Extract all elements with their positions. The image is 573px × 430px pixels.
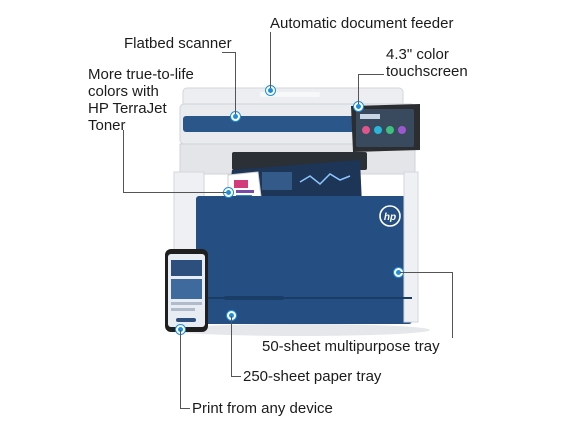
touchscreen-label: 4.3" color touchscreen bbox=[386, 46, 468, 80]
paper-tray-label: 250-sheet paper tray bbox=[243, 368, 382, 385]
toner-label-line1: More true-to-life bbox=[88, 66, 194, 83]
phone-leader-h bbox=[180, 408, 190, 409]
paper-tray-leader-h bbox=[231, 376, 241, 377]
phone-leader-v bbox=[180, 330, 181, 408]
touchscreen-display bbox=[351, 104, 420, 152]
toner-label: More true-to-life colors with HP TerraJe… bbox=[88, 66, 208, 134]
svg-text:hp: hp bbox=[384, 212, 396, 223]
flatbed-leader-h bbox=[222, 52, 236, 53]
adf-leader bbox=[270, 32, 271, 88]
adf-label: Automatic document feeder bbox=[270, 15, 454, 32]
touchscreen-label-line1: 4.3" color bbox=[386, 46, 449, 63]
toner-leader-h bbox=[123, 192, 226, 193]
touchscreen-label-line2: touchscreen bbox=[386, 63, 468, 80]
mp-tray-leader-v bbox=[452, 272, 453, 338]
toner-leader-v bbox=[123, 130, 124, 192]
flatbed-label: Flatbed scanner bbox=[124, 35, 232, 52]
touchscreen-leader-v bbox=[358, 74, 359, 104]
printed-page bbox=[227, 160, 362, 206]
toner-label-line2: colors with bbox=[88, 83, 159, 100]
toner-label-line4: Toner bbox=[88, 117, 126, 134]
print-any-device-label: Print from any device bbox=[192, 400, 333, 417]
hp-logo bbox=[379, 205, 401, 227]
mp-tray-leader-h bbox=[400, 272, 452, 273]
toner-label-line3: HP TerraJet bbox=[88, 100, 167, 117]
touchscreen-leader-h bbox=[358, 74, 384, 75]
flatbed-leader-v bbox=[235, 52, 236, 114]
smartphone bbox=[165, 249, 208, 332]
mp-tray-label: 50-sheet multipurpose tray bbox=[262, 338, 440, 355]
printer-front-panel bbox=[196, 196, 412, 324]
paper-tray-leader-v bbox=[231, 316, 232, 376]
